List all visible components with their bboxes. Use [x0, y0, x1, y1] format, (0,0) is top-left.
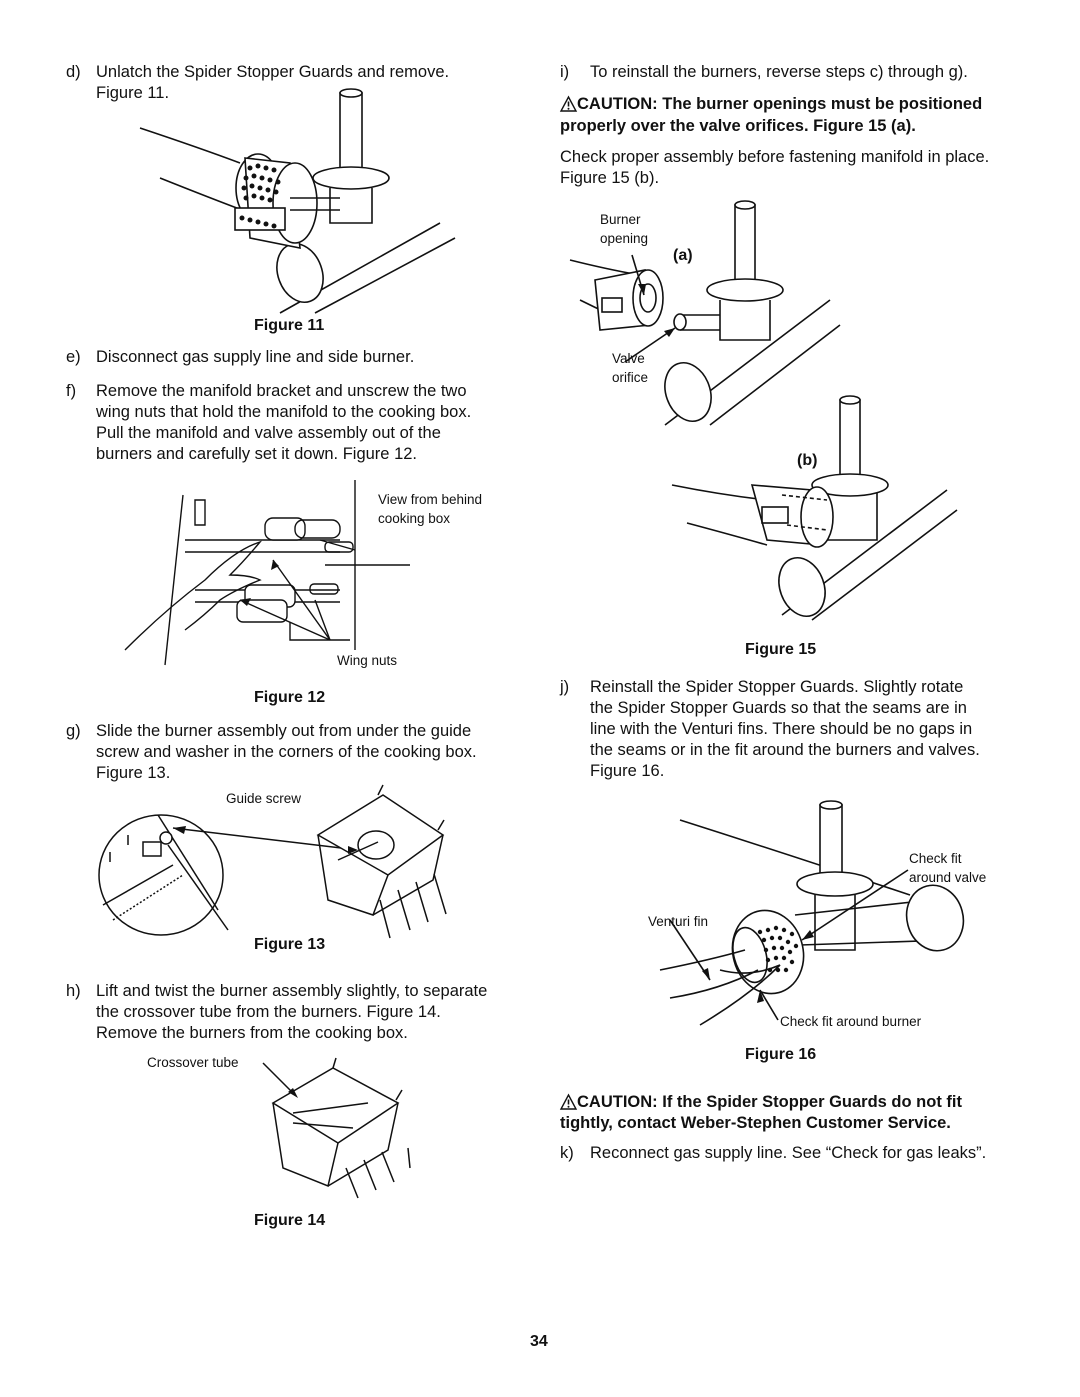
callout-wing-nuts: Wing nuts	[337, 653, 398, 668]
figure-13-illustration	[98, 784, 447, 939]
step-d-label: d)	[66, 63, 81, 81]
figure-15-caption: Figure 15	[745, 641, 817, 658]
figure-14-caption: Figure 14	[254, 1212, 326, 1229]
step-j-label: j)	[560, 678, 570, 696]
page-number: 34	[530, 1333, 548, 1350]
callout-check-fit-valve-1: Check fit	[909, 851, 962, 866]
caution-1-line2: properly over the valve orifices. Figure…	[560, 117, 916, 135]
callout-view-from-behind-2: cooking box	[378, 511, 451, 526]
step-k-label: k)	[560, 1144, 574, 1162]
step-i-text: To reinstall the burners, reverse steps …	[590, 63, 968, 81]
callout-crossover-tube: Crossover tube	[147, 1055, 239, 1070]
figure-12-illustration	[124, 480, 410, 666]
figure-16-caption: Figure 16	[745, 1046, 817, 1063]
step-h-label: h)	[66, 982, 81, 1000]
figure-12-caption: Figure 12	[254, 689, 326, 706]
step-h-line2: the crossover tube from the burners. Fig…	[96, 1003, 441, 1021]
figure-14-illustration	[262, 1057, 411, 1199]
figure-15a-illustration	[569, 200, 841, 426]
figure-16-illustration	[659, 800, 965, 1026]
step-f-line4: burners and carefully set it down. Figur…	[96, 445, 418, 463]
step-g-line2: screw and washer in the corners of the c…	[96, 743, 477, 761]
callout-check-fit-valve-2: around valve	[909, 870, 987, 885]
step-j-line3: line with the Venturi fins. There should…	[590, 720, 973, 738]
step-j-line2: the Spider Stopper Guards so that the se…	[590, 699, 967, 717]
caution-2-line2: tightly, contact Weber-Stephen Customer …	[560, 1114, 951, 1132]
step-e-label: e)	[66, 348, 81, 366]
step-e-text: Disconnect gas supply line and side burn…	[96, 348, 415, 366]
step-h-line3: Remove the burners from the cooking box.	[96, 1024, 408, 1042]
callout-venturi-fin: Venturi fin	[648, 914, 709, 929]
callout-valve-orifice-1: Valve	[612, 351, 645, 366]
step-g-label: g)	[66, 722, 81, 740]
figure-13-caption: Figure 13	[254, 936, 326, 953]
caution-1-line1: CAUTION: The burner openings must be pos…	[577, 95, 983, 113]
label-a: (a)	[673, 247, 693, 264]
label-b: (b)	[797, 452, 818, 469]
caution-2-line1: CAUTION: If the Spider Stopper Guards do…	[577, 1093, 962, 1111]
step-g-line3: Figure 13.	[96, 764, 171, 782]
callout-valve-orifice-2: orifice	[612, 370, 649, 385]
warning-icon	[559, 95, 578, 112]
check-assembly-line1: Check proper assembly before fastening m…	[560, 148, 990, 166]
figure-11-caption: Figure 11	[254, 317, 325, 334]
step-j-line1: Reinstall the Spider Stopper Guards. Sli…	[590, 678, 964, 696]
step-j-line4: the seams or in the fit around the burne…	[590, 741, 980, 759]
check-assembly-line2: Figure 15 (b).	[560, 169, 660, 187]
step-f-line1: Remove the manifold bracket and unscrew …	[96, 382, 467, 400]
warning-icon	[559, 1093, 578, 1110]
step-k-text: Reconnect gas supply line. See “Check fo…	[590, 1144, 987, 1162]
step-i-label: i)	[560, 63, 570, 81]
callout-view-from-behind-1: View from behind	[378, 492, 483, 507]
callout-check-fit-burner: Check fit around burner	[780, 1014, 922, 1029]
callout-burner-opening-2: opening	[600, 231, 649, 246]
step-f-line2: wing nuts that hold the manifold to the …	[96, 403, 472, 421]
callout-burner-opening-1: Burner	[600, 212, 641, 227]
step-d-line2: Figure 11.	[96, 84, 170, 102]
step-f-label: f)	[66, 382, 77, 400]
step-g-line1: Slide the burner assembly out from under…	[96, 722, 472, 740]
figure-15b-illustration	[671, 395, 958, 621]
step-h-line1: Lift and twist the burner assembly sligh…	[96, 982, 488, 1000]
step-j-line5: Figure 16.	[590, 762, 665, 780]
step-f-line3: Pull the manifold and valve assembly out…	[96, 424, 441, 442]
callout-guide-screw: Guide screw	[226, 791, 302, 806]
step-d-line1: Unlatch the Spider Stopper Guards and re…	[96, 63, 450, 81]
figure-11-illustration	[139, 88, 456, 314]
